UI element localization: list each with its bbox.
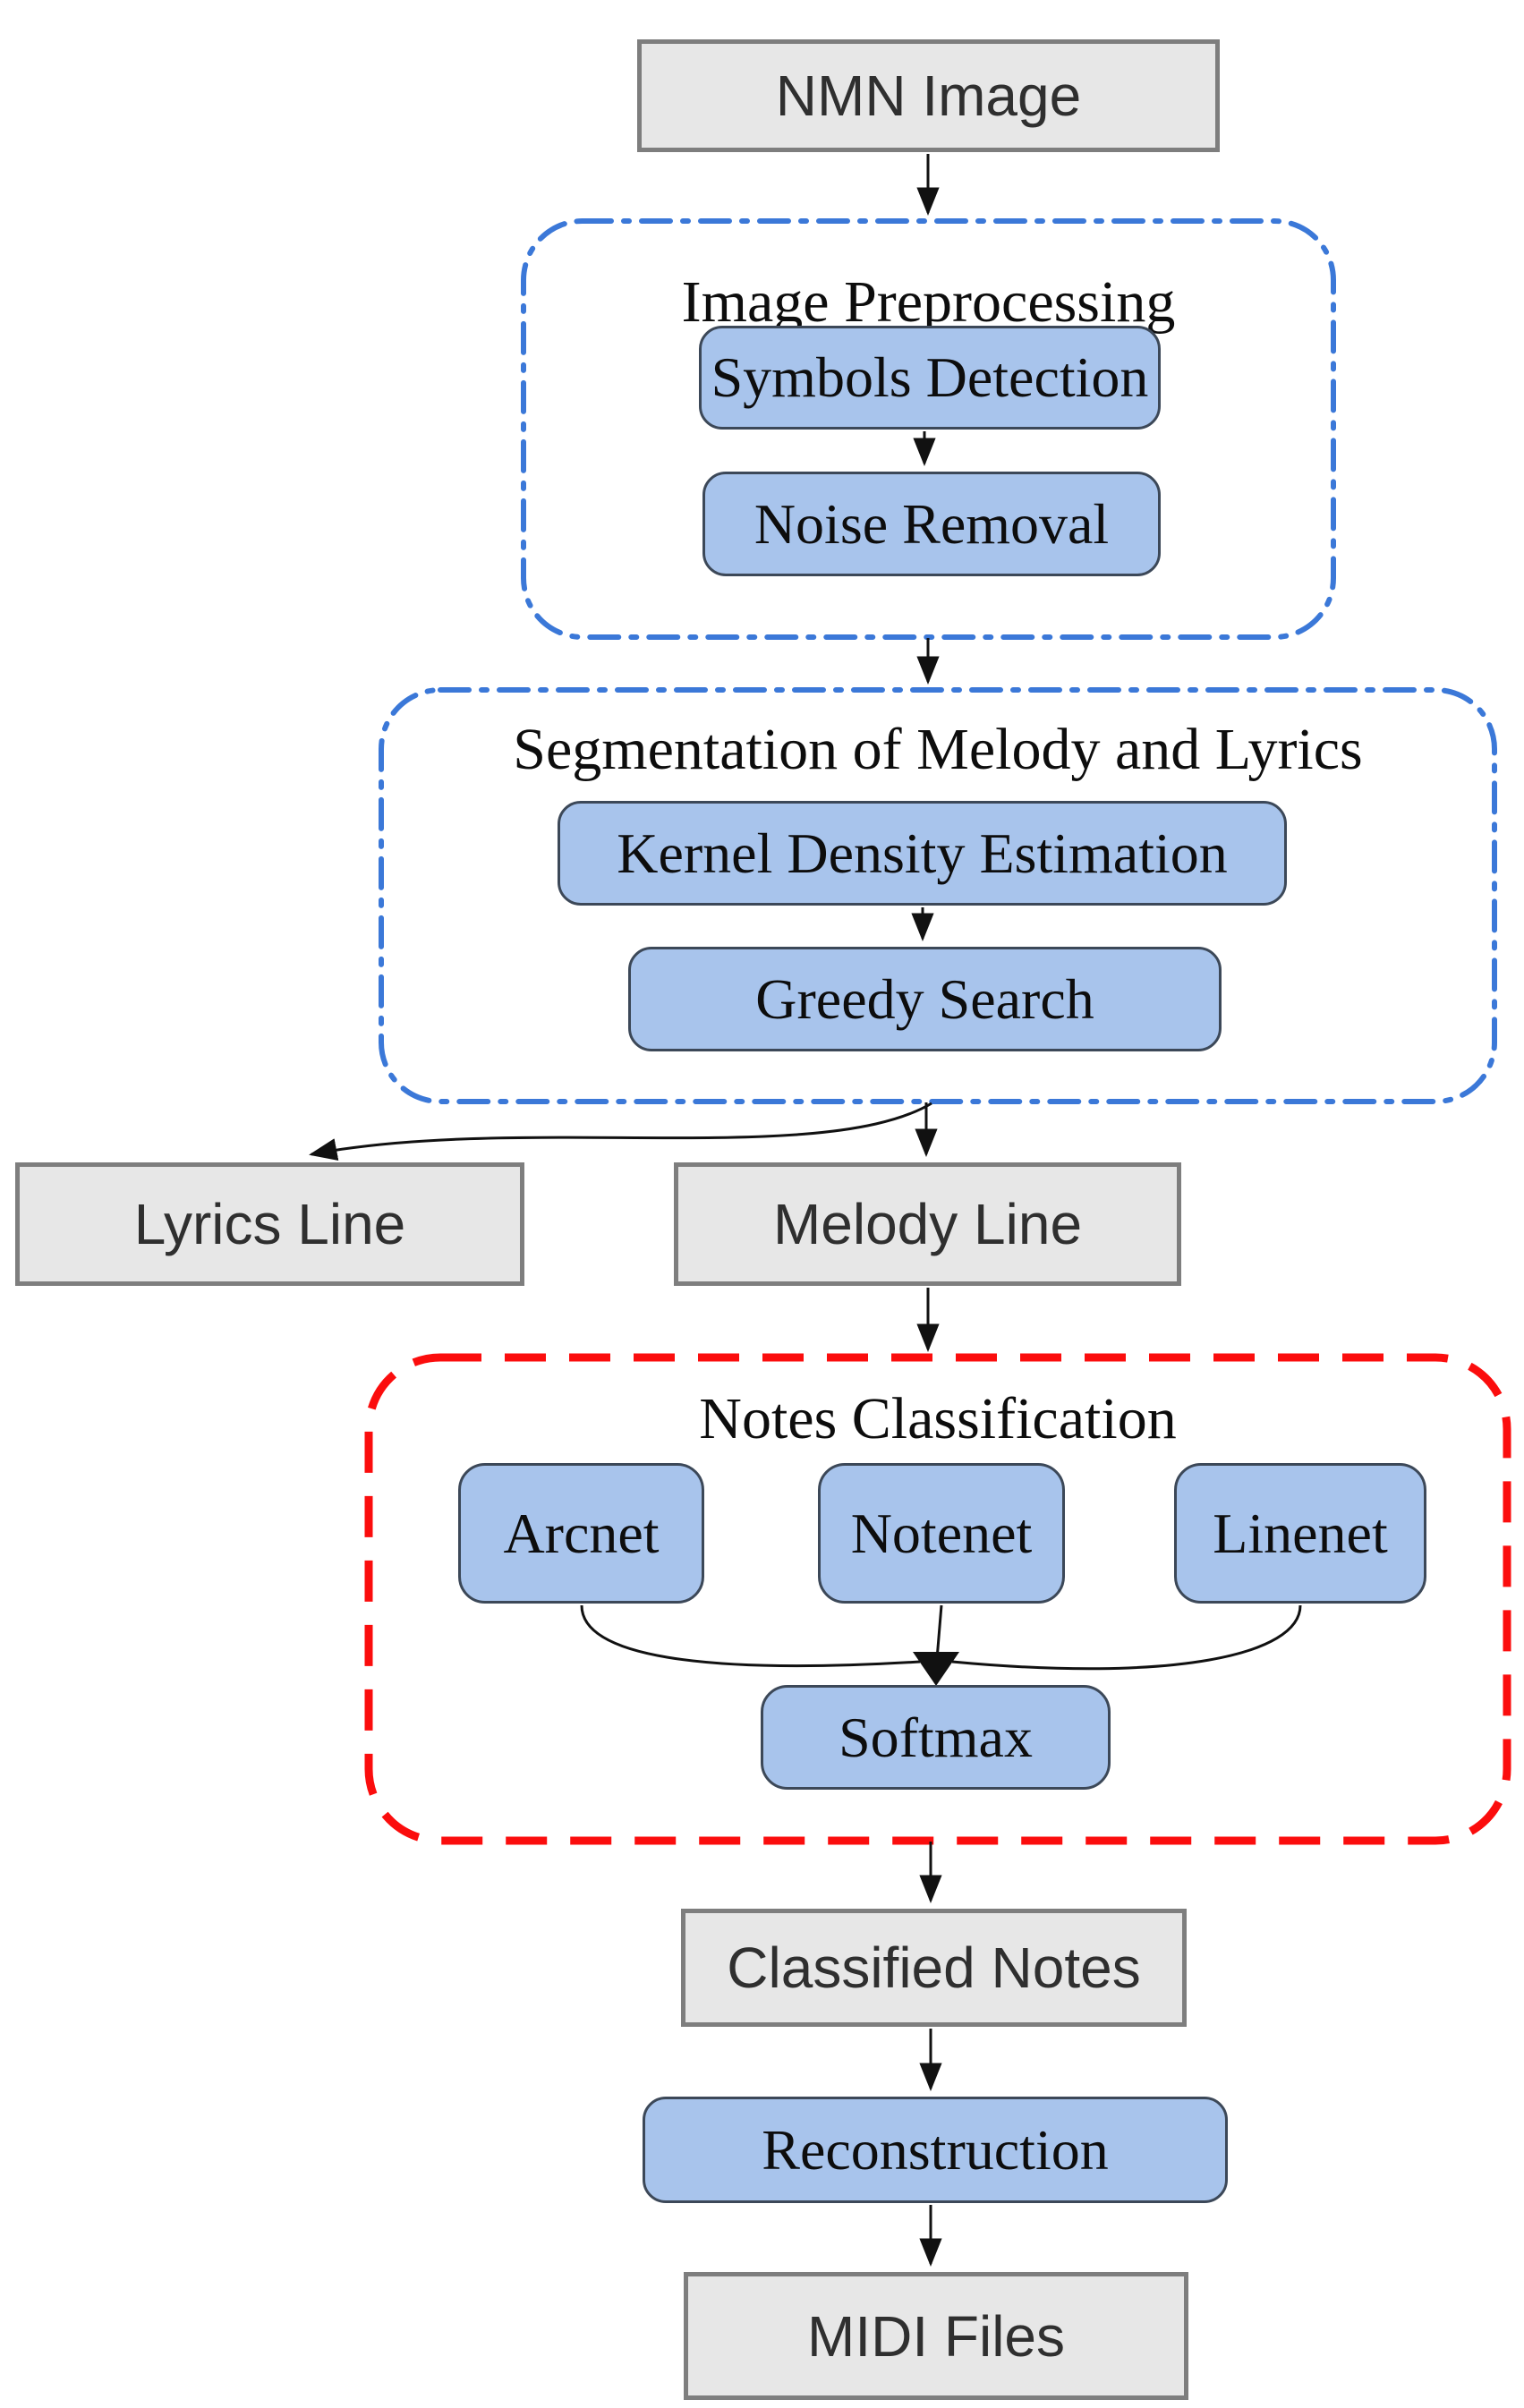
- node-softmax-label: Softmax: [839, 1705, 1033, 1769]
- group-title-notes-classification: Notes Classification: [699, 1386, 1177, 1451]
- group-title-image-preprocessing: Image Preprocessing: [681, 269, 1176, 335]
- group-title-segmentation: Segmentation of Melody and Lyrics: [513, 717, 1363, 782]
- arrow-notenet-to-softmax: [935, 1604, 943, 1660]
- node-symbols-detection: Symbols Detection: [699, 326, 1161, 430]
- node-greedy-search-label: Greedy Search: [755, 966, 1094, 1031]
- arrow-linenet-to-softmax: [951, 1604, 1302, 1671]
- node-notenet-label: Notenet: [850, 1501, 1033, 1565]
- node-notenet: Notenet: [818, 1463, 1065, 1604]
- node-nmn-image-label: NMN Image: [775, 64, 1082, 128]
- node-softmax: Softmax: [761, 1685, 1111, 1790]
- arrow-segmentation-to-lyrics: [309, 1102, 932, 1161]
- node-kernel-density-estimation: Kernel Density Estimation: [558, 801, 1287, 906]
- node-linenet: Linenet: [1174, 1463, 1426, 1604]
- node-reconstruction-label: Reconstruction: [762, 2117, 1109, 2182]
- node-melody-line: Melody Line: [674, 1162, 1181, 1286]
- node-lyrics-line-label: Lyrics Line: [133, 1192, 406, 1256]
- node-midi-files: MIDI Files: [684, 2272, 1188, 2400]
- node-reconstruction: Reconstruction: [643, 2097, 1228, 2203]
- node-melody-line-label: Melody Line: [772, 1192, 1083, 1256]
- node-kernel-density-estimation-label: Kernel Density Estimation: [617, 821, 1228, 885]
- node-noise-removal: Noise Removal: [702, 472, 1161, 576]
- arrow-arcnet-to-softmax: [580, 1604, 921, 1668]
- merge-arrowhead: [913, 1652, 959, 1686]
- group-notes-classification-border: [364, 1353, 1511, 1845]
- node-symbols-detection-label: Symbols Detection: [711, 345, 1149, 409]
- node-linenet-label: Linenet: [1213, 1501, 1388, 1565]
- node-classified-notes-label: Classified Notes: [727, 1936, 1141, 2000]
- node-lyrics-line: Lyrics Line: [15, 1162, 524, 1286]
- group-segmentation-border: [379, 687, 1497, 1104]
- node-midi-files-label: MIDI Files: [807, 2303, 1065, 2369]
- node-greedy-search: Greedy Search: [628, 947, 1222, 1051]
- node-nmn-image: NMN Image: [637, 39, 1220, 152]
- node-classified-notes: Classified Notes: [681, 1909, 1187, 2027]
- group-image-preprocessing-border: [521, 218, 1336, 640]
- node-arcnet-label: Arcnet: [503, 1501, 660, 1565]
- node-arcnet: Arcnet: [458, 1463, 704, 1604]
- node-noise-removal-label: Noise Removal: [753, 491, 1110, 556]
